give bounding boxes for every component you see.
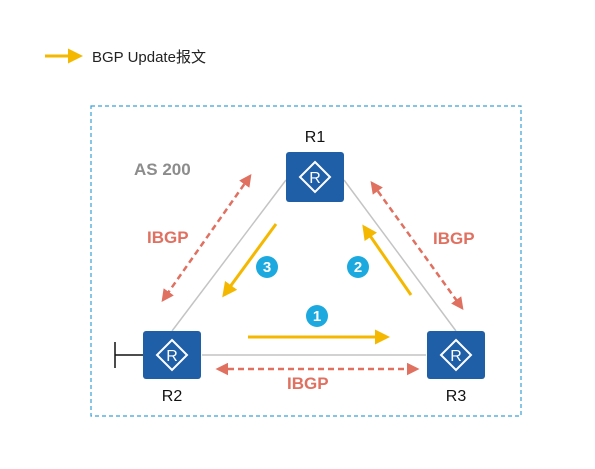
router-r2[interactable]: R R2: [143, 331, 201, 405]
as-label: AS 200: [134, 160, 191, 179]
router-icon: R: [155, 338, 189, 372]
router-r1-box: [286, 152, 344, 202]
router-r3-label: R3: [446, 388, 467, 405]
step-badge-3: 3: [256, 256, 278, 278]
ibgp-label-bottom: IBGP: [287, 374, 329, 393]
router-r3[interactable]: R R3: [427, 331, 485, 405]
ibgp-arrow-left: [161, 173, 252, 303]
legend: BGP Update报文: [45, 48, 206, 66]
link-r1-r3: [343, 179, 457, 332]
step-number-3: 3: [263, 259, 271, 276]
step-number-1: 1: [313, 308, 321, 325]
router-r1-label: R1: [305, 129, 326, 146]
step-badge-1: 1: [306, 305, 328, 327]
router-icon-letter: R: [450, 348, 462, 365]
step-badge-2: 2: [347, 256, 369, 278]
router-r1[interactable]: R R1: [286, 129, 344, 202]
router-icon-letter: R: [166, 348, 178, 365]
router-r2-label: R2: [162, 388, 183, 405]
router-r3-box: [427, 331, 485, 379]
router-r2-box: [143, 331, 201, 379]
step-number-2: 2: [354, 259, 362, 276]
ibgp-label-right: IBGP: [433, 229, 475, 248]
as-boundary: [90, 105, 522, 417]
legend-label: BGP Update报文: [92, 49, 206, 66]
ibgp-label-left: IBGP: [147, 228, 189, 247]
router-icon-letter: R: [309, 170, 321, 187]
link-r1-r2: [171, 179, 287, 332]
router-icon: R: [298, 160, 332, 194]
ibgp-arrow-right: [370, 180, 464, 311]
update-arrow-step-3: [222, 223, 278, 298]
router-icon: R: [439, 338, 473, 372]
update-arrow-step-2: [362, 224, 413, 296]
